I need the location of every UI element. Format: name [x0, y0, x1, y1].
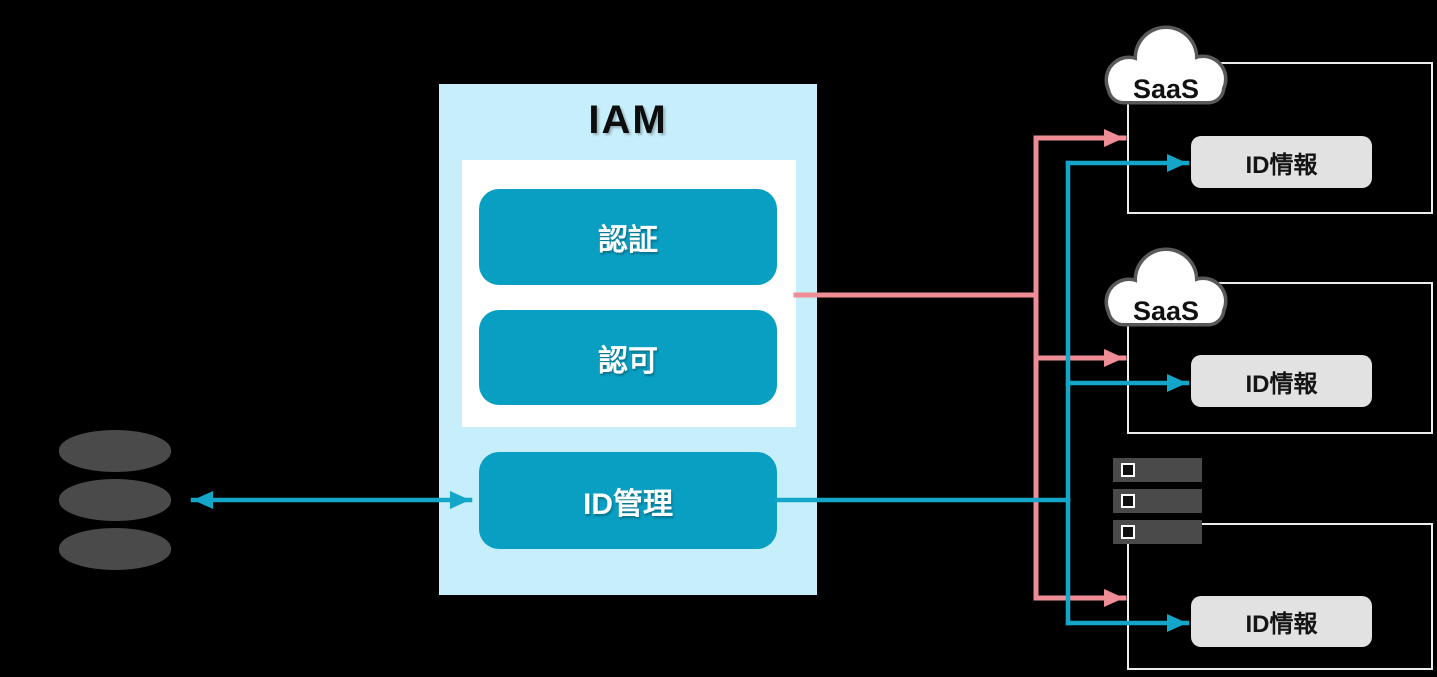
saas-label-1: SaaS: [1132, 74, 1200, 104]
saas-label-2: SaaS: [1132, 296, 1200, 326]
id-info-box-3: ID情報: [1191, 596, 1372, 647]
iam-panel: IAM 認証 認可 ID管理: [439, 84, 817, 595]
saas-zone-2: [1127, 282, 1433, 434]
id-info-box-1: ID情報: [1191, 136, 1372, 188]
id-info-box-2: ID情報: [1191, 355, 1372, 407]
saas-cloud-1: SaaS: [1098, 18, 1234, 118]
iam-title: IAM: [588, 98, 668, 142]
server-bars: [1113, 458, 1202, 544]
database-cylinder-icon: [59, 430, 171, 570]
cloud-body: [1108, 29, 1224, 101]
cloud-icon: [1104, 25, 1228, 105]
auth-group-box: 認証 認可: [462, 160, 796, 427]
server-rack-icon: [1113, 458, 1202, 544]
module-authentication: 認証: [479, 189, 777, 285]
database-disc: [59, 430, 171, 570]
cloud-body: [1108, 251, 1224, 323]
saas-zone-1: [1127, 62, 1433, 214]
cloud-icon: [1104, 247, 1228, 327]
module-authorization: 認可: [479, 310, 777, 405]
server-zone: [1127, 523, 1433, 670]
saas-cloud-2: SaaS: [1098, 240, 1234, 340]
module-id-management: ID管理: [479, 452, 777, 549]
